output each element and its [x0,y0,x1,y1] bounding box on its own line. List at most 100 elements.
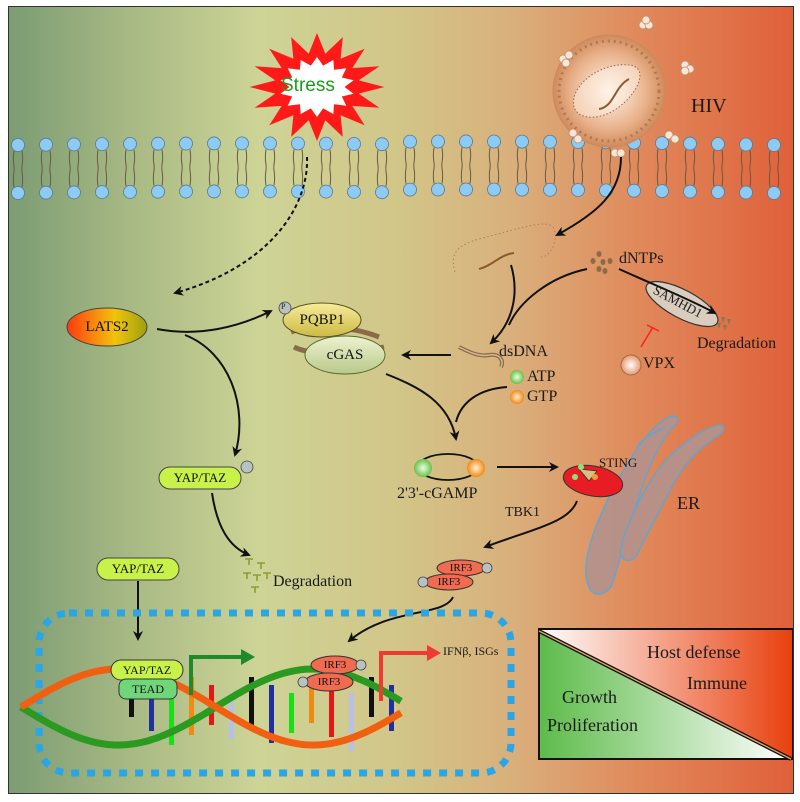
lipid-head [67,185,81,200]
dna-base-pair [289,693,294,733]
lipid-tail [180,149,192,186]
lipid-tail [516,147,528,184]
pqbp1-label: PQBP1 [299,311,345,328]
arrow-yap-to-degradation [211,492,251,557]
lipid-head [767,186,781,200]
dna-base-pair [149,685,154,731]
dna-strand [19,665,403,749]
yap-taz-phospho-label: YAP/TAZ [173,470,227,485]
arrow-lats2-to-pqbp1 [156,310,273,333]
gtp-label: GTP [527,388,558,405]
lipid-tail [68,150,80,187]
lipid-head [459,182,473,197]
yap-taz-protein [96,557,180,581]
pqbp1-cgas-complex [278,301,386,375]
lipid-head [235,184,249,199]
dsdna-label: dsDNA [499,343,548,360]
lipid-tail [12,150,24,188]
lipid-head [375,185,389,200]
lipid-tail [264,149,276,186]
arrow-irf3-to-nucleus [347,596,454,643]
lipid-head [95,137,109,152]
cell-membrane [11,134,781,200]
lipid-head [655,136,669,151]
lipid-head [319,136,333,151]
lipid-head [347,136,361,151]
nucleus-boundary [35,609,515,777]
yap-degradation-label: Degradation [273,573,353,590]
lipid-tail [628,148,640,185]
dna-base-pair [269,685,274,743]
atp-label: ATP [527,368,556,385]
lipid-tail [656,149,668,186]
irf3-dimer-cytoplasm [417,559,493,591]
atp-icon [510,370,524,384]
legend-defense-line1: Host defense [647,642,741,662]
lipid-tail [320,149,332,186]
lipid-tail [236,149,248,186]
lipid-head [487,134,501,149]
lipid-tail [292,149,304,186]
lipid-head [235,136,249,151]
cgamp-icon [414,453,485,481]
lipid-head [319,184,333,199]
legend-growth-line2: Proliferation [547,715,638,735]
immune-transcription-arrow [379,651,429,701]
lipid-head [711,137,725,151]
lipid-head [431,134,445,149]
dntps-label: dNTPs [619,250,664,267]
legend-defense-line2: Immune [687,673,747,693]
dna-base-pair [249,677,254,729]
stress-burst-icon [249,33,385,141]
lipid-tail [684,149,696,186]
lipid-head [123,137,137,151]
lipid-head [263,136,277,151]
lipid-head [403,182,417,197]
lipid-head [207,136,221,151]
lipid-head [263,184,277,199]
hiv-label: HIV [691,95,727,117]
lipid-head [11,186,25,200]
lipid-head [123,185,137,199]
lipid-tail [208,149,220,186]
lipid-head [67,137,81,152]
arrow-sting-to-irf3 [483,500,578,549]
diagram-frame: Stress HIV LATS2 PQBP1 cGAS P dsDNA ATP … [8,6,794,794]
lipid-tail [600,148,612,185]
lipid-head [11,138,25,152]
viral-capsid-fragment-icon [452,223,556,273]
lats2-protein [66,307,148,347]
lipid-head [39,137,53,152]
dna-base-pair [329,685,334,737]
lipid-tail [404,147,416,184]
lipid-head [459,134,473,149]
lipid-head [515,182,529,197]
lipid-tail [40,150,52,187]
lipid-head [767,138,781,152]
legend-growth-line1: Growth [562,687,617,707]
samhd1-protein [645,280,719,328]
hiv-virion-icon [552,15,695,158]
er-label: ER [677,493,701,513]
lipid-head [431,182,445,197]
vpx-label: VPX [643,355,676,372]
lipid-head [95,185,109,200]
dntp-degradation-label: Degradation [697,335,777,352]
legend-box [538,628,793,761]
lipid-tail [544,147,556,184]
irf3-nuclear-label-a: IRF3 [323,659,347,671]
lipid-head [599,183,613,198]
tbk1-label: TBK1 [505,505,540,520]
diagram-graphics [11,15,793,777]
arrow-dntp-to-dsdna [508,268,588,326]
phospho-icon [240,460,254,474]
lipid-head [207,184,221,199]
lipid-tail [768,150,780,188]
irf3-dimer-nuclear [297,655,367,692]
lipid-head [39,185,53,200]
irf3-nuclear-label-b: IRF3 [317,676,341,688]
lipid-head [683,184,697,199]
dna-base-pair [189,677,194,735]
lipid-head [739,137,753,152]
dna-base-pair [389,685,394,731]
